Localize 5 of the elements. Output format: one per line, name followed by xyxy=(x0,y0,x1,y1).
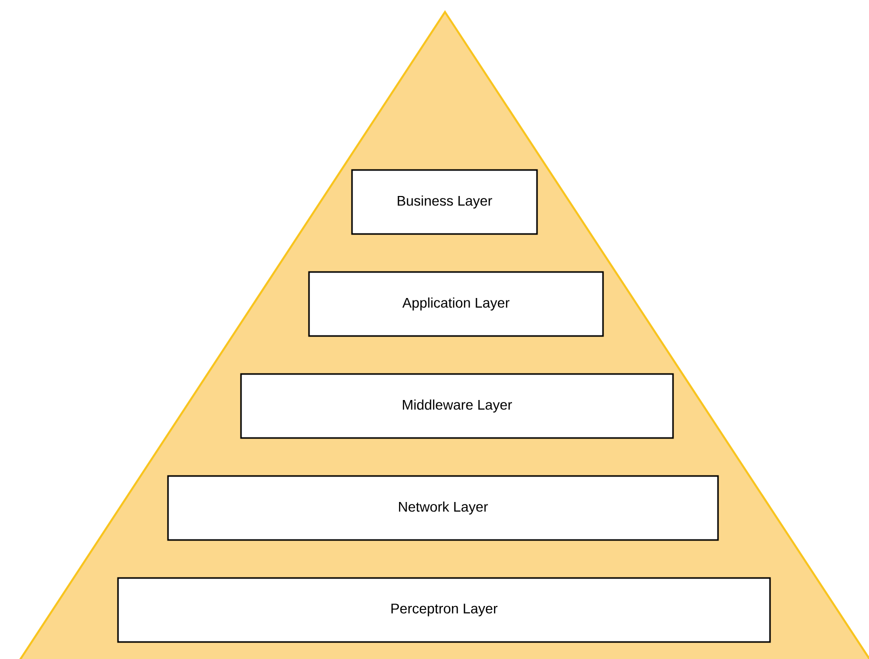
layer-box: Application Layer xyxy=(308,271,604,337)
layer-box: Middleware Layer xyxy=(240,373,674,439)
layer-box: Business Layer xyxy=(351,169,538,235)
layer-box: Network Layer xyxy=(167,475,719,541)
layer-box: Perceptron Layer xyxy=(117,577,771,643)
